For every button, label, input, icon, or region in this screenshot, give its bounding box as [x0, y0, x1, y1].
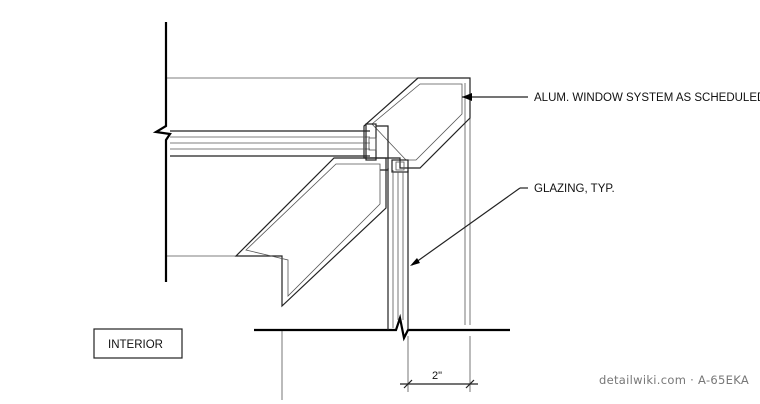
frame-upper-profile [363, 77, 471, 169]
watermark: detailwiki.com · A-65EKA [599, 373, 749, 387]
dimension-2in: 2" [400, 336, 478, 392]
interior-label: INTERIOR [108, 339, 163, 351]
glazing-leader [410, 187, 528, 266]
frame-lower-profile [234, 157, 387, 308]
dimension-label: 2" [432, 370, 442, 382]
floor-break-line [254, 313, 510, 342]
window-system-leader [462, 93, 528, 101]
wall-lines [166, 77, 471, 400]
horizontal-glazing [170, 130, 370, 157]
window-system-label: ALUM. WINDOW SYSTEM AS SCHEDULED [534, 92, 760, 104]
wall-break-line [152, 22, 172, 282]
glazing-label: GLAZING, TYP. [534, 183, 615, 195]
vertical-glazing [387, 168, 409, 330]
interior-tag: INTERIOR [93, 328, 183, 359]
mullion-detail [365, 123, 409, 173]
